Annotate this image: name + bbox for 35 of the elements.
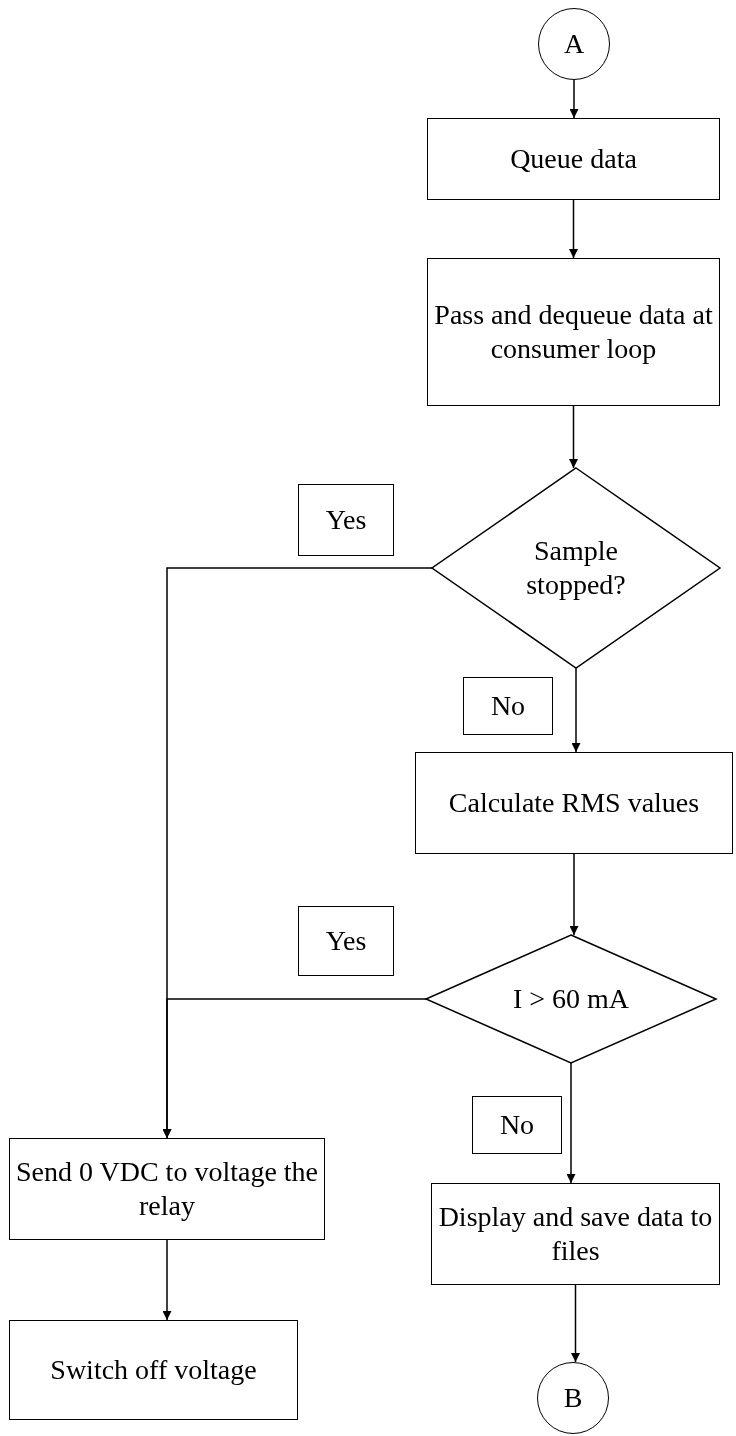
node-text: Display and save data to files bbox=[438, 1200, 713, 1268]
node-text: No bbox=[490, 689, 526, 723]
decision-diamond bbox=[432, 468, 720, 668]
arrow bbox=[569, 199, 578, 259]
arrow bbox=[571, 667, 581, 753]
node-text: Yes bbox=[325, 924, 367, 958]
label-box bbox=[298, 906, 394, 976]
process-box bbox=[415, 752, 733, 854]
node-text: Yes bbox=[325, 503, 367, 537]
arrow bbox=[569, 853, 579, 936]
arrow bbox=[569, 405, 578, 469]
node-text: B bbox=[563, 1381, 583, 1415]
label-box bbox=[463, 677, 553, 735]
label-box bbox=[472, 1096, 562, 1154]
node-text: I > 60 mA bbox=[512, 982, 630, 1016]
node-text: Sample stopped? bbox=[525, 534, 627, 602]
node-text: Queue data bbox=[510, 142, 637, 176]
node-text: Pass and dequeue data at consumer loop bbox=[434, 298, 713, 366]
process-box bbox=[427, 118, 720, 200]
arrow bbox=[571, 1284, 580, 1363]
process-box bbox=[431, 1183, 720, 1285]
node-text: A bbox=[563, 27, 585, 61]
process-box bbox=[9, 1138, 325, 1240]
node-text: No bbox=[499, 1108, 535, 1142]
arrow bbox=[569, 79, 579, 119]
arrow bbox=[566, 1062, 576, 1184]
arrow bbox=[162, 998, 427, 1139]
node-text: Send 0 VDC to voltage the relay bbox=[16, 1155, 318, 1223]
node-text: Switch off voltage bbox=[50, 1353, 257, 1387]
process-box bbox=[9, 1320, 298, 1420]
process-box bbox=[427, 258, 720, 406]
label-box bbox=[298, 484, 394, 556]
node-text: Calculate RMS values bbox=[448, 786, 700, 820]
decision-diamond bbox=[426, 935, 716, 1063]
arrow bbox=[162, 1239, 172, 1321]
